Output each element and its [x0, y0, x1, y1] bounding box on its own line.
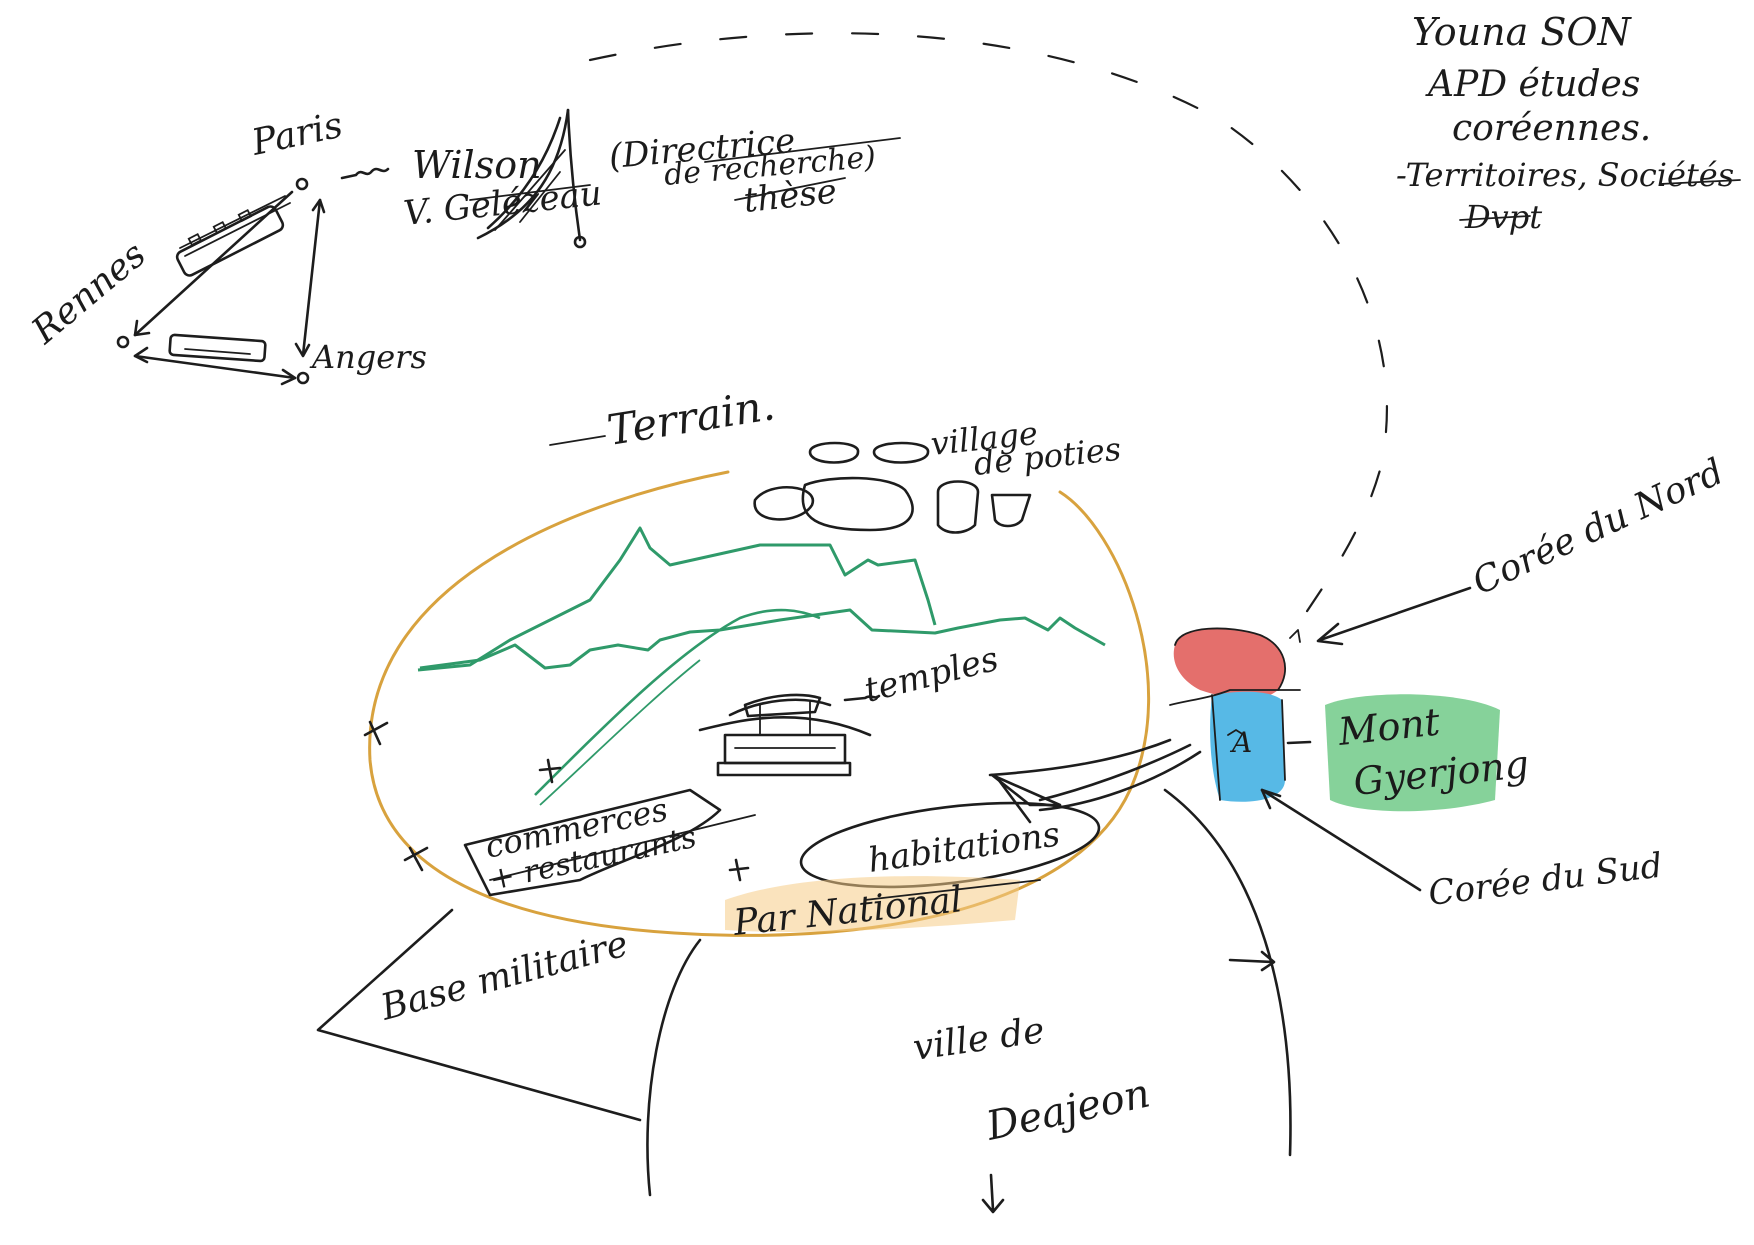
label-coree-nord: Corée du Nord — [1466, 451, 1729, 603]
mountain-ridges — [417, 526, 1106, 806]
x-markers — [363, 720, 750, 882]
label-angers: Angers — [309, 338, 427, 376]
strike-line — [704, 137, 901, 163]
link-paris-angers — [301, 198, 322, 357]
pointer-line — [1260, 788, 1422, 892]
node-angers — [296, 371, 310, 385]
train-icon — [175, 195, 291, 277]
city-boundary-left — [646, 938, 702, 1197]
label-habitations: habitations — [866, 814, 1063, 880]
node-rennes — [116, 335, 130, 349]
eiffel-tower-icon — [476, 108, 587, 249]
author-name: Youna SON — [1412, 10, 1633, 54]
squiggle-connector — [340, 167, 390, 180]
author-field: -Territoires, Sociétés — [1396, 156, 1734, 194]
supervisor-name-1: Wilson — [412, 143, 542, 187]
pointer-line — [1286, 740, 1312, 745]
north-korea-shape — [1173, 628, 1286, 700]
korea-map: A — [1169, 627, 1312, 802]
arrow-head — [133, 319, 151, 337]
label-ville-2: Deajeon — [982, 1070, 1154, 1150]
city-boundary-right — [1163, 788, 1292, 1157]
pointer-line — [1318, 586, 1472, 642]
arrow-head — [1316, 622, 1344, 646]
park-outline — [368, 470, 1151, 937]
underline — [864, 879, 1041, 901]
label-ville-1: ville de — [911, 1010, 1047, 1069]
arrow-down-icon — [981, 1173, 1005, 1214]
title-stroke — [549, 435, 606, 446]
mountain-icon — [1227, 728, 1245, 736]
label-base-militaire: Base militaire — [376, 923, 633, 1029]
label-mont-1: Mont — [1335, 700, 1442, 755]
network-diagram: Paris Rennes Angers Wilson V. Gelézeau — [24, 105, 901, 386]
arrow-head — [133, 346, 297, 386]
mont-highlight — [1325, 694, 1500, 812]
train-icon — [168, 333, 267, 363]
strike-line — [1659, 179, 1741, 185]
commerces-zone — [463, 788, 722, 897]
strike-line — [734, 177, 846, 201]
dashed-arc — [588, 32, 1388, 642]
squiggle-connector — [843, 694, 881, 702]
arrow-right-icon — [1228, 950, 1276, 972]
village-pottery-icons — [753, 441, 1032, 534]
author-block: Youna SON APD études coréennes. -Territo… — [1396, 10, 1741, 236]
arrows-to-park — [988, 738, 1202, 824]
strike-line — [1459, 215, 1531, 221]
label-temples: temples — [861, 639, 1003, 711]
author-program-2: coréennes. — [1452, 108, 1651, 149]
arrow-head — [294, 198, 326, 358]
author-program: APD études — [1425, 64, 1640, 105]
mont-marker: A — [1229, 726, 1252, 759]
terrain-title: Terrain. — [604, 380, 778, 455]
strike-line — [469, 184, 591, 201]
link-rennes-angers — [133, 354, 297, 380]
strike-line — [489, 814, 756, 881]
label-coree-sud: Corée du Sud — [1426, 846, 1664, 914]
base-boundary — [316, 908, 642, 1122]
node-paris — [295, 177, 309, 191]
temple-icon — [698, 693, 872, 777]
label-paris: Paris — [247, 105, 346, 164]
arrow-head — [1260, 788, 1282, 810]
south-korea-shape — [1210, 691, 1285, 802]
